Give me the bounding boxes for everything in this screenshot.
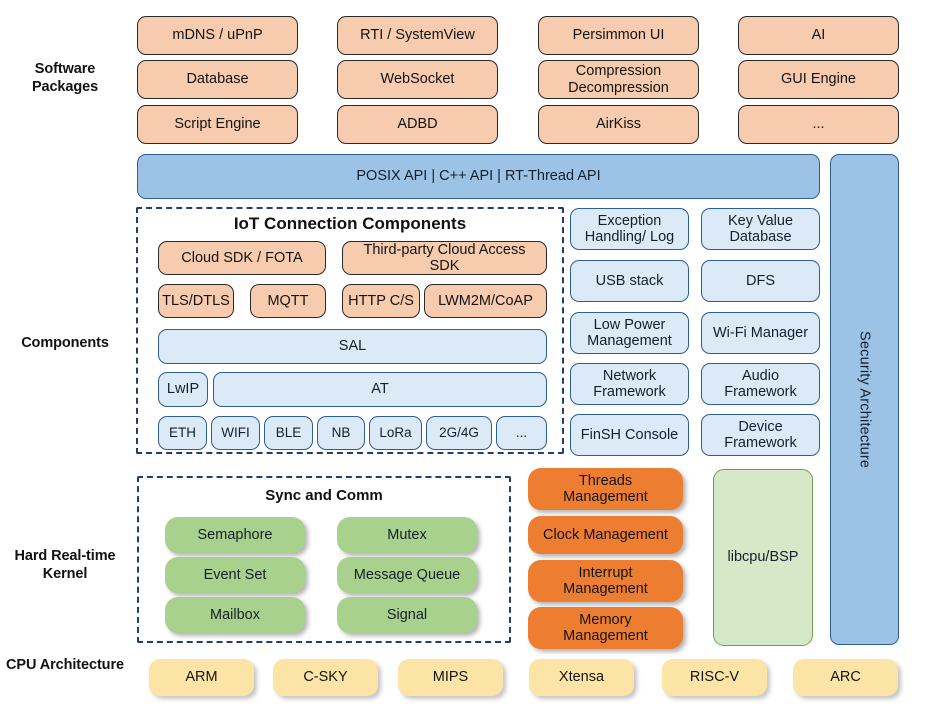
- iot-node-link[interactable]: ...: [496, 416, 547, 450]
- cpu-arch-node[interactable]: Xtensa: [529, 659, 634, 696]
- kernel-management-node[interactable]: Threads Management: [528, 468, 683, 510]
- component-node[interactable]: Device Framework: [701, 414, 820, 456]
- component-node[interactable]: Low Power Management: [570, 312, 689, 354]
- cpu-arch-node[interactable]: C-SKY: [273, 659, 378, 696]
- component-node[interactable]: Key Value Database: [701, 208, 820, 250]
- iot-node-protocol[interactable]: TLS/DTLS: [158, 284, 234, 318]
- component-node[interactable]: DFS: [701, 260, 820, 302]
- iot-node-link[interactable]: NB: [317, 416, 365, 450]
- package-node[interactable]: Database: [137, 60, 298, 99]
- sync-node[interactable]: Mutex: [337, 517, 477, 553]
- iot-connection-group-title: IoT Connection Components: [233, 214, 467, 233]
- rail-label-hard-real-time-kernel: Hard Real-time Kernel: [14, 548, 116, 583]
- package-node[interactable]: AI: [738, 16, 899, 55]
- iot-node-link[interactable]: ETH: [158, 416, 207, 450]
- kernel-management-node[interactable]: Clock Management: [528, 516, 683, 554]
- package-node[interactable]: Compression Decompression: [538, 60, 699, 99]
- component-node[interactable]: Audio Framework: [701, 363, 820, 405]
- rail-label-components: Components: [21, 335, 109, 351]
- iot-node-third-party-cloud-sdk[interactable]: Third-party Cloud Access SDK: [342, 241, 547, 275]
- package-node[interactable]: WebSocket: [337, 60, 498, 99]
- component-node[interactable]: USB stack: [570, 260, 689, 302]
- security-architecture-column[interactable]: Security Architecture: [830, 154, 899, 645]
- sync-and-comm-group-title: Sync and Comm: [265, 487, 383, 504]
- iot-node-protocol[interactable]: LWM2M/CoAP: [424, 284, 547, 318]
- iot-node-link[interactable]: WIFI: [211, 416, 260, 450]
- iot-node-protocol[interactable]: MQTT: [250, 284, 326, 318]
- package-node[interactable]: Script Engine: [137, 105, 298, 144]
- iot-node-link[interactable]: 2G/4G: [426, 416, 492, 450]
- api-bar[interactable]: POSIX API | C++ API | RT-Thread API: [137, 154, 820, 199]
- iot-node-at[interactable]: AT: [213, 372, 547, 407]
- cpu-arch-node[interactable]: ARC: [793, 659, 898, 696]
- iot-node-cloud-sdk[interactable]: Cloud SDK / FOTA: [158, 241, 326, 275]
- component-node[interactable]: Wi-Fi Manager: [701, 312, 820, 354]
- sync-node[interactable]: Message Queue: [337, 557, 477, 593]
- component-node[interactable]: FinSH Console: [570, 414, 689, 456]
- package-node[interactable]: mDNS / uPnP: [137, 16, 298, 55]
- sync-and-comm-group: [137, 476, 511, 643]
- sync-node[interactable]: Signal: [337, 597, 477, 633]
- cpu-arch-node[interactable]: RISC-V: [662, 659, 767, 696]
- rail-label-software-packages: Software Packages: [31, 61, 99, 96]
- security-architecture-label: Security Architecture: [856, 330, 873, 469]
- rail-label-cpu-architecture: CPU Architecture: [6, 657, 124, 673]
- package-node[interactable]: RTI / SystemView: [337, 16, 498, 55]
- iot-connection-group: [136, 207, 564, 454]
- component-node[interactable]: Exception Handling/ Log: [570, 208, 689, 250]
- cpu-arch-node[interactable]: ARM: [149, 659, 254, 696]
- libcpu-bsp-node[interactable]: libcpu/BSP: [713, 469, 813, 646]
- package-node[interactable]: GUI Engine: [738, 60, 899, 99]
- iot-node-link[interactable]: LoRa: [369, 416, 422, 450]
- kernel-management-node[interactable]: Interrupt Management: [528, 560, 683, 602]
- package-node[interactable]: ADBD: [337, 105, 498, 144]
- iot-node-link[interactable]: BLE: [264, 416, 313, 450]
- cpu-arch-node[interactable]: MIPS: [398, 659, 503, 696]
- kernel-management-node[interactable]: Memory Management: [528, 607, 683, 649]
- iot-node-lwip[interactable]: LwIP: [158, 372, 208, 407]
- package-node[interactable]: Persimmon UI: [538, 16, 699, 55]
- sync-node[interactable]: Mailbox: [165, 597, 305, 633]
- package-node[interactable]: AirKiss: [538, 105, 699, 144]
- component-node[interactable]: Network Framework: [570, 363, 689, 405]
- sync-node[interactable]: Semaphore: [165, 517, 305, 553]
- sync-node[interactable]: Event Set: [165, 557, 305, 593]
- iot-node-protocol[interactable]: HTTP C/S: [342, 284, 420, 318]
- package-node[interactable]: ...: [738, 105, 899, 144]
- iot-node-sal[interactable]: SAL: [158, 329, 547, 364]
